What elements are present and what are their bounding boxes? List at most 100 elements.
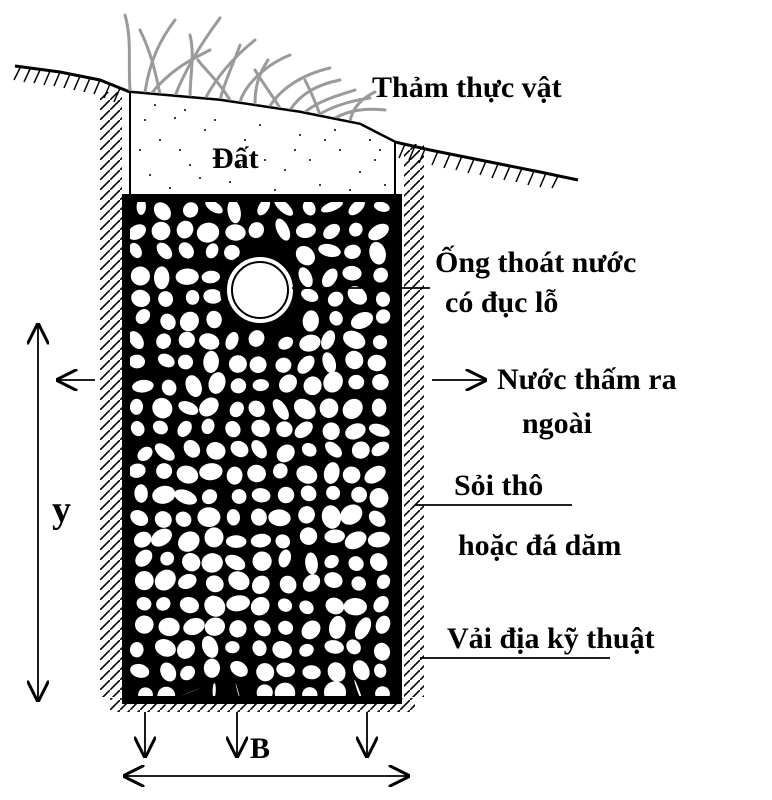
gravel-stone (225, 641, 240, 654)
gravel-stone (197, 507, 221, 528)
gravel-stone (373, 267, 389, 283)
gravel-stone (156, 597, 171, 611)
gravel-stone (178, 331, 195, 349)
gravel-stone (293, 398, 316, 420)
gravel-stone (348, 374, 365, 390)
gravel-stone (368, 423, 390, 437)
gravel-stone (231, 489, 247, 504)
gravel-stone (273, 463, 288, 479)
gravel-stone (248, 400, 265, 417)
gravel-stone (152, 397, 173, 419)
gravel-stone (329, 311, 343, 326)
label-gravel-line2: hoặc đá dăm (458, 529, 621, 562)
gravel-stone (371, 441, 390, 457)
gravel-stone (160, 551, 175, 566)
gravel-stone (251, 488, 271, 503)
gravel-stone (348, 199, 365, 216)
gravel-stone (277, 598, 293, 612)
gravel-stone (128, 354, 145, 369)
gravel-stone (135, 615, 154, 634)
gravel-stone (297, 355, 315, 374)
gravel-stone (272, 399, 289, 420)
gravel-stone (225, 535, 247, 548)
gravel-stone (345, 350, 364, 370)
gravel-stone (276, 421, 293, 438)
gravel-stone (344, 531, 367, 550)
gravel-stone (201, 270, 220, 284)
gravel-stone (298, 267, 313, 288)
gravel-stone (343, 597, 367, 616)
gravel-stone (131, 289, 151, 308)
gravel-stone (348, 556, 364, 572)
gravel-stone (375, 309, 391, 324)
gravel-stone (279, 374, 297, 393)
gravel-stone (251, 440, 267, 459)
gravel-stone (351, 441, 370, 459)
gravel-stone (256, 663, 275, 682)
gravel-stone (345, 423, 366, 440)
gravel-stone (230, 660, 248, 677)
gravel-stone (183, 617, 205, 636)
gravel-stone (154, 443, 175, 461)
gravel-stone (373, 642, 391, 661)
gravel-stone (368, 510, 386, 527)
gravel-stone (160, 313, 176, 330)
gravel-stone (303, 376, 322, 396)
gravel-stone (158, 617, 180, 637)
gravel-stone (323, 371, 343, 393)
gravel-stone (182, 553, 201, 572)
gravel-stone (205, 243, 219, 259)
gravel-stone (226, 509, 241, 526)
leader-lines (292, 287, 610, 659)
gravel-stone (322, 422, 340, 440)
gravel-stone (268, 509, 291, 527)
gravel-stone (177, 640, 195, 659)
gravel-stone (367, 531, 390, 548)
gravel-stone (372, 335, 388, 350)
gravel-stone (157, 353, 175, 368)
gravel-stone (371, 398, 387, 417)
gravel-stone (373, 201, 390, 212)
gravel-stone (324, 572, 343, 589)
gravel-stone (321, 268, 338, 288)
gravel-stone (278, 620, 294, 635)
gravel-stone (201, 635, 219, 658)
gravel-stone (295, 223, 316, 239)
gravel-stone (130, 421, 145, 437)
gravel-stone (299, 600, 314, 615)
gravel-stone (180, 665, 196, 681)
gravel-stone (230, 378, 247, 394)
gravel-stone (178, 531, 200, 552)
gravel-stone (351, 486, 367, 503)
gravel-stone (177, 420, 192, 437)
label-width-b: B (250, 732, 270, 765)
gravel-stone (156, 463, 173, 479)
gravel-stone (212, 683, 216, 698)
gravel-stone (201, 489, 218, 505)
gravel-stone (302, 574, 321, 592)
gravel-stone (183, 439, 201, 458)
gravel-stone (346, 639, 361, 655)
gravel-stone (298, 506, 315, 524)
gravel-stone (277, 486, 295, 504)
gravel-stone (349, 222, 363, 237)
gravel-stone (342, 466, 361, 484)
gravel-stone (225, 554, 246, 571)
gravel-stone (154, 639, 176, 657)
gravel-stone (128, 331, 144, 350)
gravel-stone (161, 379, 177, 396)
trench-wall-left (100, 92, 122, 697)
gravel-stone (322, 352, 337, 374)
gravel-stone (272, 641, 293, 659)
gravel-stone (294, 421, 313, 439)
gravel-stone (226, 466, 243, 485)
gravel-stone (252, 379, 269, 392)
gravel-stone (206, 310, 222, 329)
gravel-stone (228, 355, 247, 373)
gravel-stone (176, 220, 194, 239)
gravel-stone (204, 595, 226, 617)
gravel-stone (185, 290, 200, 305)
gravel-stone (254, 620, 271, 637)
gravel-stone (227, 199, 241, 224)
